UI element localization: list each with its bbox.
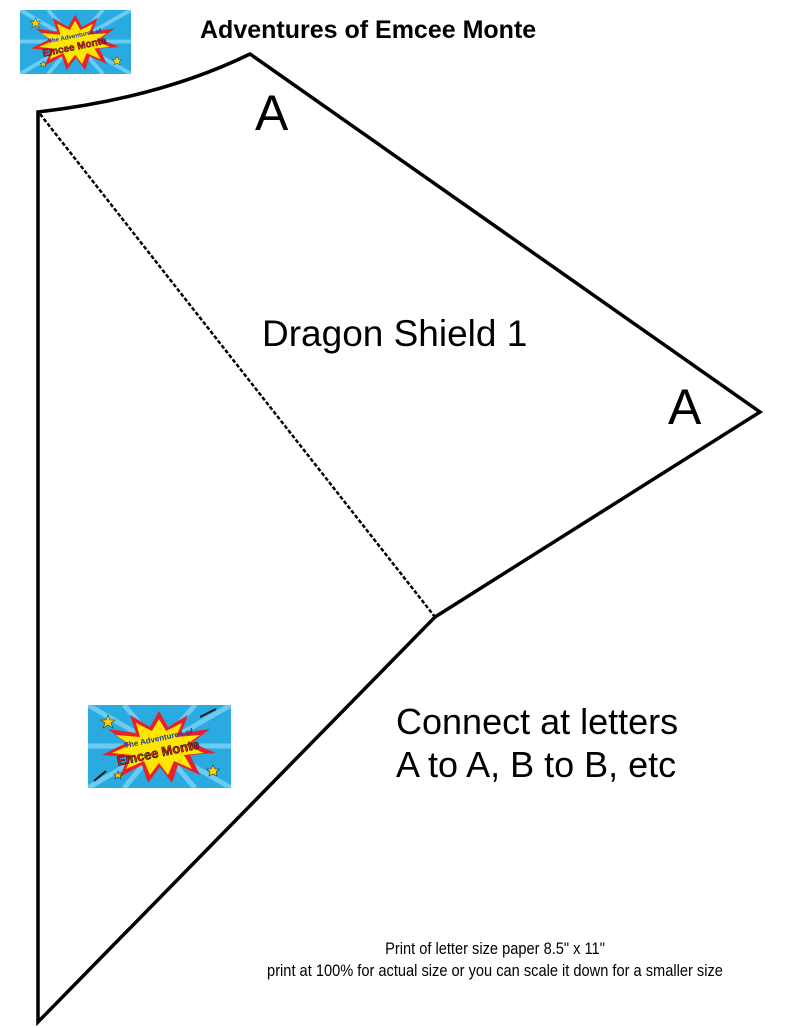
comic-burst-logo-icon: The Adventures of Emcee Monte [88, 705, 231, 788]
comic-burst-logo-icon: The Adventures of Emcee Monte [20, 10, 131, 74]
instructions-line-2: A to A, B to B, etc [396, 744, 677, 786]
connect-letter-right: A [668, 379, 702, 435]
print-note-line-2: print at 100% for actual size or you can… [267, 961, 723, 981]
print-note-line-1: Print of letter size paper 8.5" x 11" [385, 939, 605, 958]
connect-letter-top: A [255, 85, 289, 141]
emcee-monte-logo-large: The Adventures of Emcee Monte [88, 705, 231, 788]
page-title: Adventures of Emcee Monte [200, 16, 537, 44]
template-cut-line [36, 51, 764, 1027]
shield-name-label: Dragon Shield 1 [262, 313, 528, 354]
template-fold-line [39, 113, 436, 618]
print-note: Print of letter size paper 8.5" x 11" pr… [241, 938, 748, 982]
assembly-instructions: Connect at letters A to A, B to B, etc [396, 700, 678, 786]
emcee-monte-logo-small: The Adventures of Emcee Monte [20, 10, 131, 74]
instructions-line-1: Connect at letters [396, 701, 679, 742]
